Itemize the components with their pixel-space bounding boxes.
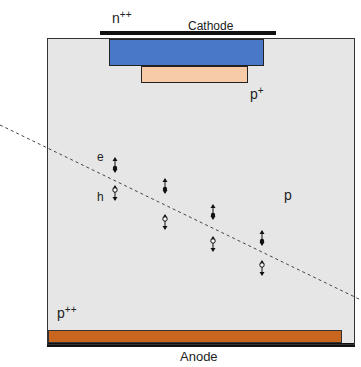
hole-dot: [260, 263, 264, 267]
terminal-label: Anode: [180, 349, 218, 365]
arrow-head: [113, 197, 118, 201]
terminal-label: Cathode: [188, 18, 233, 34]
hole-dot: [163, 217, 167, 221]
n-region: n++: [109, 39, 264, 66]
electron-dot: [163, 187, 167, 191]
arrow-head: [113, 157, 118, 161]
electron-dot: [211, 213, 215, 217]
arrow-head: [211, 248, 216, 252]
arrow-head: [163, 178, 168, 182]
substrate-fill: [47, 38, 355, 345]
hole-dot: [211, 239, 215, 243]
region-label: p+: [250, 86, 264, 102]
anode-contact: [47, 343, 355, 347]
arrow-head: [211, 204, 216, 208]
substrate-region: pn++p+p++: [47, 38, 355, 345]
electron-dot: [113, 166, 117, 170]
p-plus-region: p+: [141, 66, 248, 83]
hole-dot: [113, 188, 117, 192]
dashed-line: [0, 125, 361, 300]
region-label: p++: [57, 305, 76, 321]
region-label: n++: [112, 10, 131, 26]
p-plus-plus-layer: p++: [48, 330, 342, 343]
electron-dot: [260, 239, 264, 243]
carrier-label: h: [97, 189, 104, 205]
region-label: p: [284, 187, 292, 203]
arrow-head: [260, 272, 265, 276]
carrier-pairs: [113, 157, 265, 276]
carrier-label: e: [97, 149, 104, 165]
arrow-head: [260, 230, 265, 234]
arrow-head: [163, 226, 168, 230]
